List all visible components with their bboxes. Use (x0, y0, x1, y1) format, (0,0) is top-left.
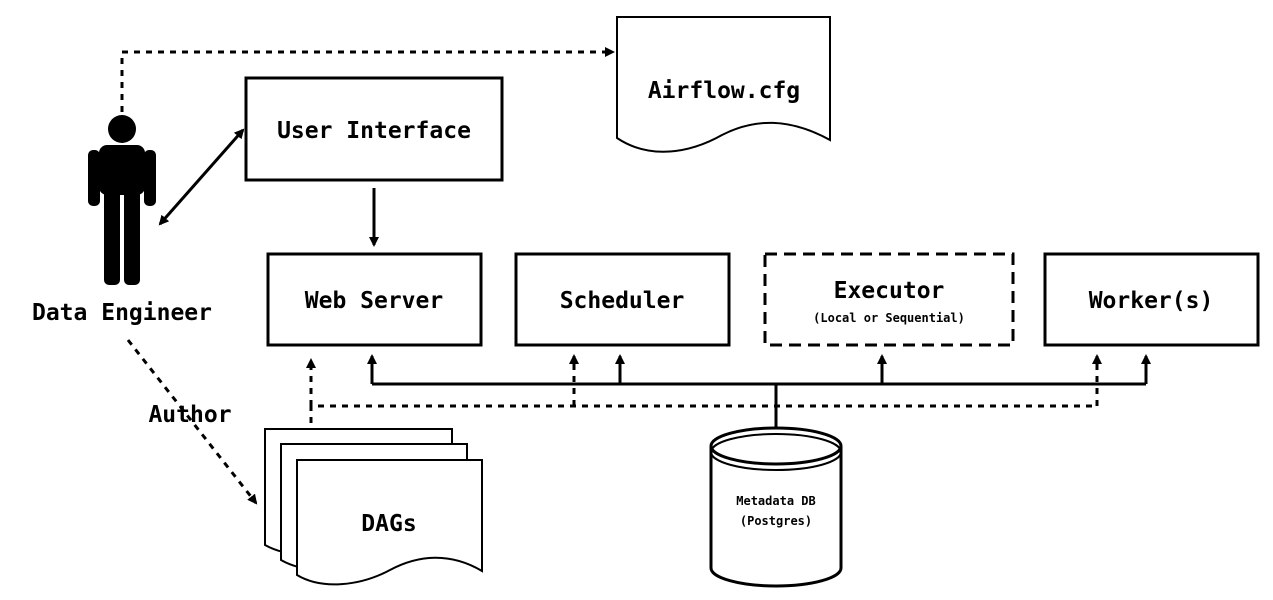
person-icon (88, 115, 156, 285)
scheduler-label: Scheduler (560, 288, 685, 314)
executor-sublabel: (Local or Sequential) (813, 311, 965, 325)
web-server-box (266, 252, 483, 347)
author-label: Author (148, 402, 231, 428)
engineer-ui-connector (158, 128, 245, 226)
dags-document-stack (264, 428, 483, 586)
data-engineer-label: Data Engineer (32, 300, 212, 326)
engineer-to-config-connector (120, 47, 615, 112)
database-cylinder-icon (709, 426, 843, 588)
dags-file-bus (306, 354, 1102, 423)
author-connector (126, 339, 258, 505)
metadata-db-sublabel: (Postgres) (740, 514, 812, 528)
executor-box (763, 252, 1015, 347)
metadata-db-label: Metadata DB (736, 494, 815, 508)
user-interface-label: User Interface (277, 118, 471, 144)
config-document (616, 16, 831, 153)
dags-label: DAGs (361, 511, 416, 537)
workers-box (1043, 252, 1260, 347)
scheduler-box (514, 252, 731, 347)
config-document-label: Airflow.cfg (648, 78, 800, 104)
metadata-bus (367, 354, 1151, 438)
executor-label: Executor (834, 278, 945, 304)
web-server-label: Web Server (305, 288, 443, 314)
workers-label: Worker(s) (1089, 288, 1214, 314)
user-interface-box (244, 76, 504, 182)
